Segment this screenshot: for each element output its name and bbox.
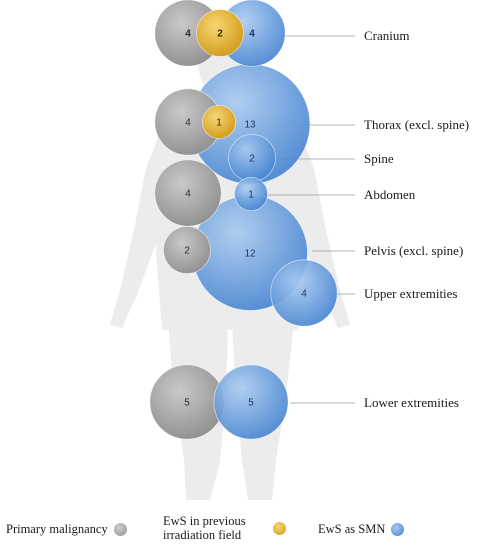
bubble-value-labels: 13 12 5 5 4 4 4 4 4 2 2 2 1 1	[184, 29, 307, 409]
bubble	[270, 259, 338, 327]
legend-label-previous: EwS in previous irradiation field	[163, 514, 246, 542]
bubble-value-label: 2	[249, 154, 255, 165]
legend-label-primary: Primary malignancy	[6, 522, 108, 536]
bubble-value-label: 4	[249, 29, 255, 40]
site-label: Abdomen	[364, 187, 416, 202]
bubble	[196, 9, 244, 57]
bubble-value-label: 2	[217, 29, 223, 40]
legend-label-smn: EwS as SMN	[318, 522, 386, 536]
bubble-value-label: 4	[301, 289, 307, 300]
silhouette-right-arm	[290, 128, 350, 328]
legend-marker-primary	[113, 522, 127, 536]
leader-lines	[262, 35, 355, 404]
bubbles	[149, 0, 338, 440]
bubble-value-label: 5	[248, 398, 254, 409]
legend-item-primary: Primary malignancy	[6, 522, 127, 536]
bubble-value-label: 1	[248, 190, 254, 201]
bubble-value-label: 1	[216, 118, 222, 129]
legend-marker-previous	[273, 521, 286, 535]
legend: Primary malignancy EwS in previous irrad…	[0, 512, 477, 548]
site-label: Spine	[364, 151, 394, 166]
bubble-value-label: 2	[184, 246, 190, 257]
bubble	[233, 176, 268, 211]
legend-item-previous: EwS in previous irradiation field	[163, 514, 286, 542]
bubble-value-label: 4	[185, 29, 191, 40]
legend-item-smn: EwS as SMN	[318, 522, 405, 536]
site-label: Upper extremities	[364, 286, 458, 301]
bubble-value-label: 5	[184, 398, 190, 409]
bubble	[201, 105, 236, 140]
legend-marker-smn	[391, 522, 405, 536]
site-label: Pelvis (excl. spine)	[364, 243, 463, 258]
bubble	[213, 364, 289, 440]
bubble-value-label: 4	[185, 189, 191, 200]
silhouette-left-arm	[110, 128, 170, 328]
site-label: Cranium	[364, 28, 410, 43]
bubble-value-label: 4	[185, 118, 191, 129]
site-label: Lower extremities	[364, 395, 459, 410]
bubble-value-label: 13	[244, 120, 256, 131]
site-label: Thorax (excl. spine)	[364, 117, 469, 132]
bubble	[163, 226, 211, 274]
bubble-value-label: 12	[244, 249, 256, 260]
